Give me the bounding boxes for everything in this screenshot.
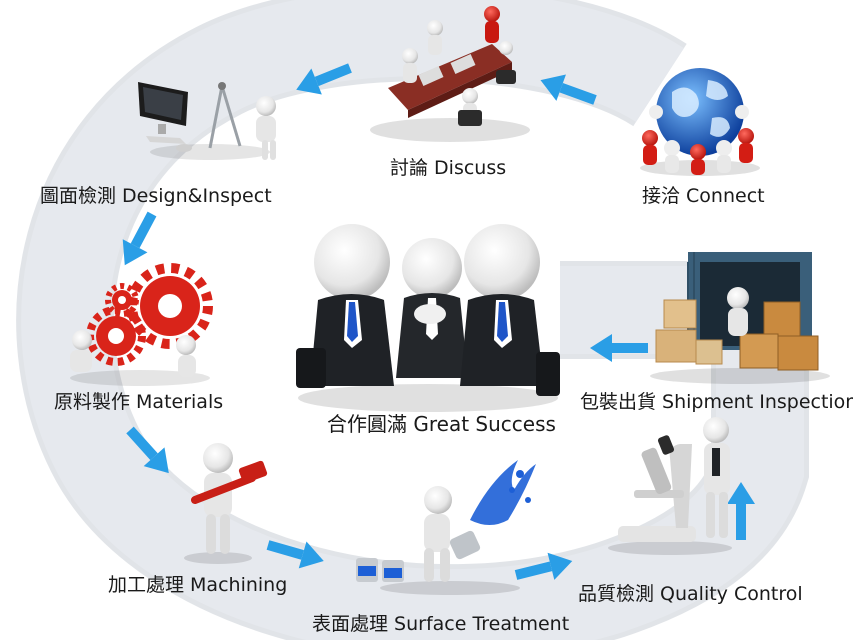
arrow-design-to-materials	[122, 211, 157, 266]
container-crates-icon	[650, 252, 830, 384]
hammer-figure-icon	[184, 443, 268, 564]
globe-icon	[640, 68, 760, 176]
flow-arrows	[122, 63, 755, 580]
arrow-shipment-to-success	[590, 334, 648, 362]
label-design: 圖面檢測 Design&Inspect	[40, 185, 272, 207]
g-ring	[16, 0, 809, 644]
arrow-surface-to-quality	[514, 552, 573, 580]
meeting-table-icon	[370, 6, 530, 142]
arrow-quality-to-shipment	[727, 482, 755, 540]
arrow-machining-to-surface	[266, 540, 324, 569]
gears-icon	[70, 263, 213, 386]
arrow-connect-to-discuss	[540, 74, 597, 105]
arrow-materials-to-machining	[126, 426, 169, 474]
arrow-discuss-to-design	[296, 63, 352, 95]
paint-splash-icon	[356, 460, 536, 595]
label-great-success: 合作圓滿 Great Success	[327, 412, 556, 436]
label-surface: 表面處理 Surface Treatment	[312, 613, 570, 635]
microscope-icon	[608, 417, 732, 555]
label-connect: 接洽 Connect	[642, 185, 765, 207]
label-materials: 原料製作 Materials	[54, 391, 224, 413]
business-team-icon	[296, 224, 560, 412]
computer-compass-icon	[138, 82, 276, 160]
label-discuss: 討論 Discuss	[390, 157, 507, 179]
label-machining: 加工處理 Machining	[108, 574, 288, 596]
label-quality: 品質檢測 Quality Control	[578, 583, 803, 605]
label-shipment: 包裝出貨 Shipment Inspection	[580, 391, 853, 413]
